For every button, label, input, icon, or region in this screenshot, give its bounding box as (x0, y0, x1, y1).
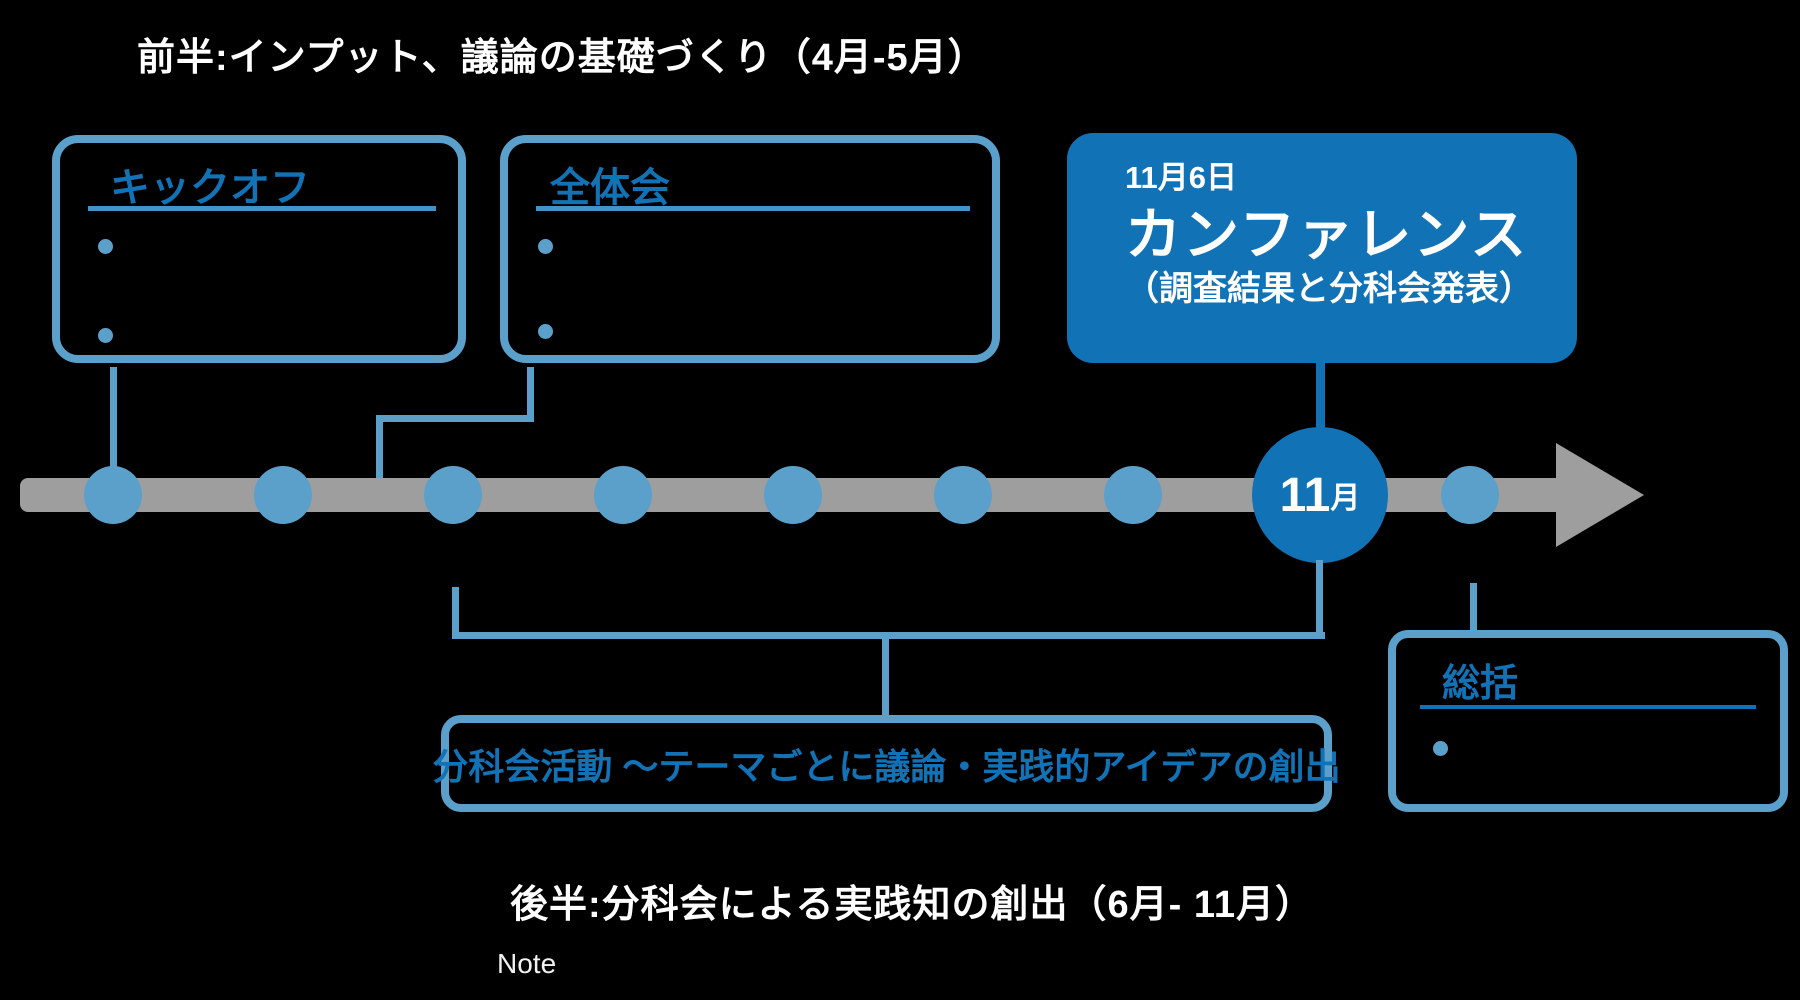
plenary-connector-vertical-lower (376, 415, 383, 480)
summary-bullet-1 (1433, 741, 1448, 756)
bracket-right-riser (1316, 560, 1323, 639)
timeline-arrowhead-icon (1556, 443, 1644, 547)
kickoff-connector (110, 367, 117, 469)
subcommittee-activity-label: 分科会活動 〜テーマごとに議論・実践的アイデアの創出 (432, 745, 1341, 787)
plenary-bullet-1 (538, 239, 553, 254)
timeline-dot (424, 466, 482, 524)
timeline-dot (84, 466, 142, 524)
plenary-bullet-2 (538, 324, 553, 339)
bracket-left-stub (452, 587, 459, 639)
timeline-dot (1441, 466, 1499, 524)
plenary-title: 全体会 (550, 166, 670, 210)
kickoff-bullet-1 (98, 239, 113, 254)
timeline-dot (594, 466, 652, 524)
conference-date: 11月6日 (1125, 160, 1238, 195)
timeline-dot (254, 466, 312, 524)
kickoff-title: キックオフ (110, 166, 310, 210)
milestone-month-unit: 月 (1330, 482, 1361, 515)
plenary-connector-vertical-upper (527, 367, 534, 422)
summary-title-underline (1420, 705, 1756, 709)
subcommittee-activity-box: 分科会活動 〜テーマごとに議論・実践的アイデアの創出 (432, 715, 1341, 812)
summary-title: 総括 (1442, 663, 1519, 705)
second-half-phase-label: 後半:分科会による実践知の創出（6月- 11月） (510, 884, 1315, 926)
timeline-dot (934, 466, 992, 524)
kickoff-title-underline (88, 206, 436, 211)
summary-connector (1470, 583, 1477, 635)
first-half-phase-label: 前半:インプット、議論の基礎づくり（4月-5月） (137, 37, 987, 79)
conference-connector (1316, 363, 1325, 433)
plenary-box: 全体会 (500, 135, 1000, 363)
kickoff-box: キックオフ (52, 135, 466, 363)
milestone-month-number: 11 (1279, 468, 1331, 522)
plenary-connector-horizontal (376, 415, 534, 422)
timeline-dot (764, 466, 822, 524)
conference-title: カンファレンス (1125, 203, 1529, 266)
kickoff-bullet-2 (98, 328, 113, 343)
timeline-dot (1104, 466, 1162, 524)
conference-subtitle: （調査結果と分科会発表） (1125, 270, 1533, 308)
conference-box: 11月6日 カンファレンス （調査結果と分科会発表） (1067, 133, 1577, 363)
plenary-title-underline (536, 206, 970, 211)
note-label: Note (497, 948, 557, 979)
summary-box: 総括 (1388, 630, 1788, 812)
bracket-center-drop (882, 632, 889, 718)
